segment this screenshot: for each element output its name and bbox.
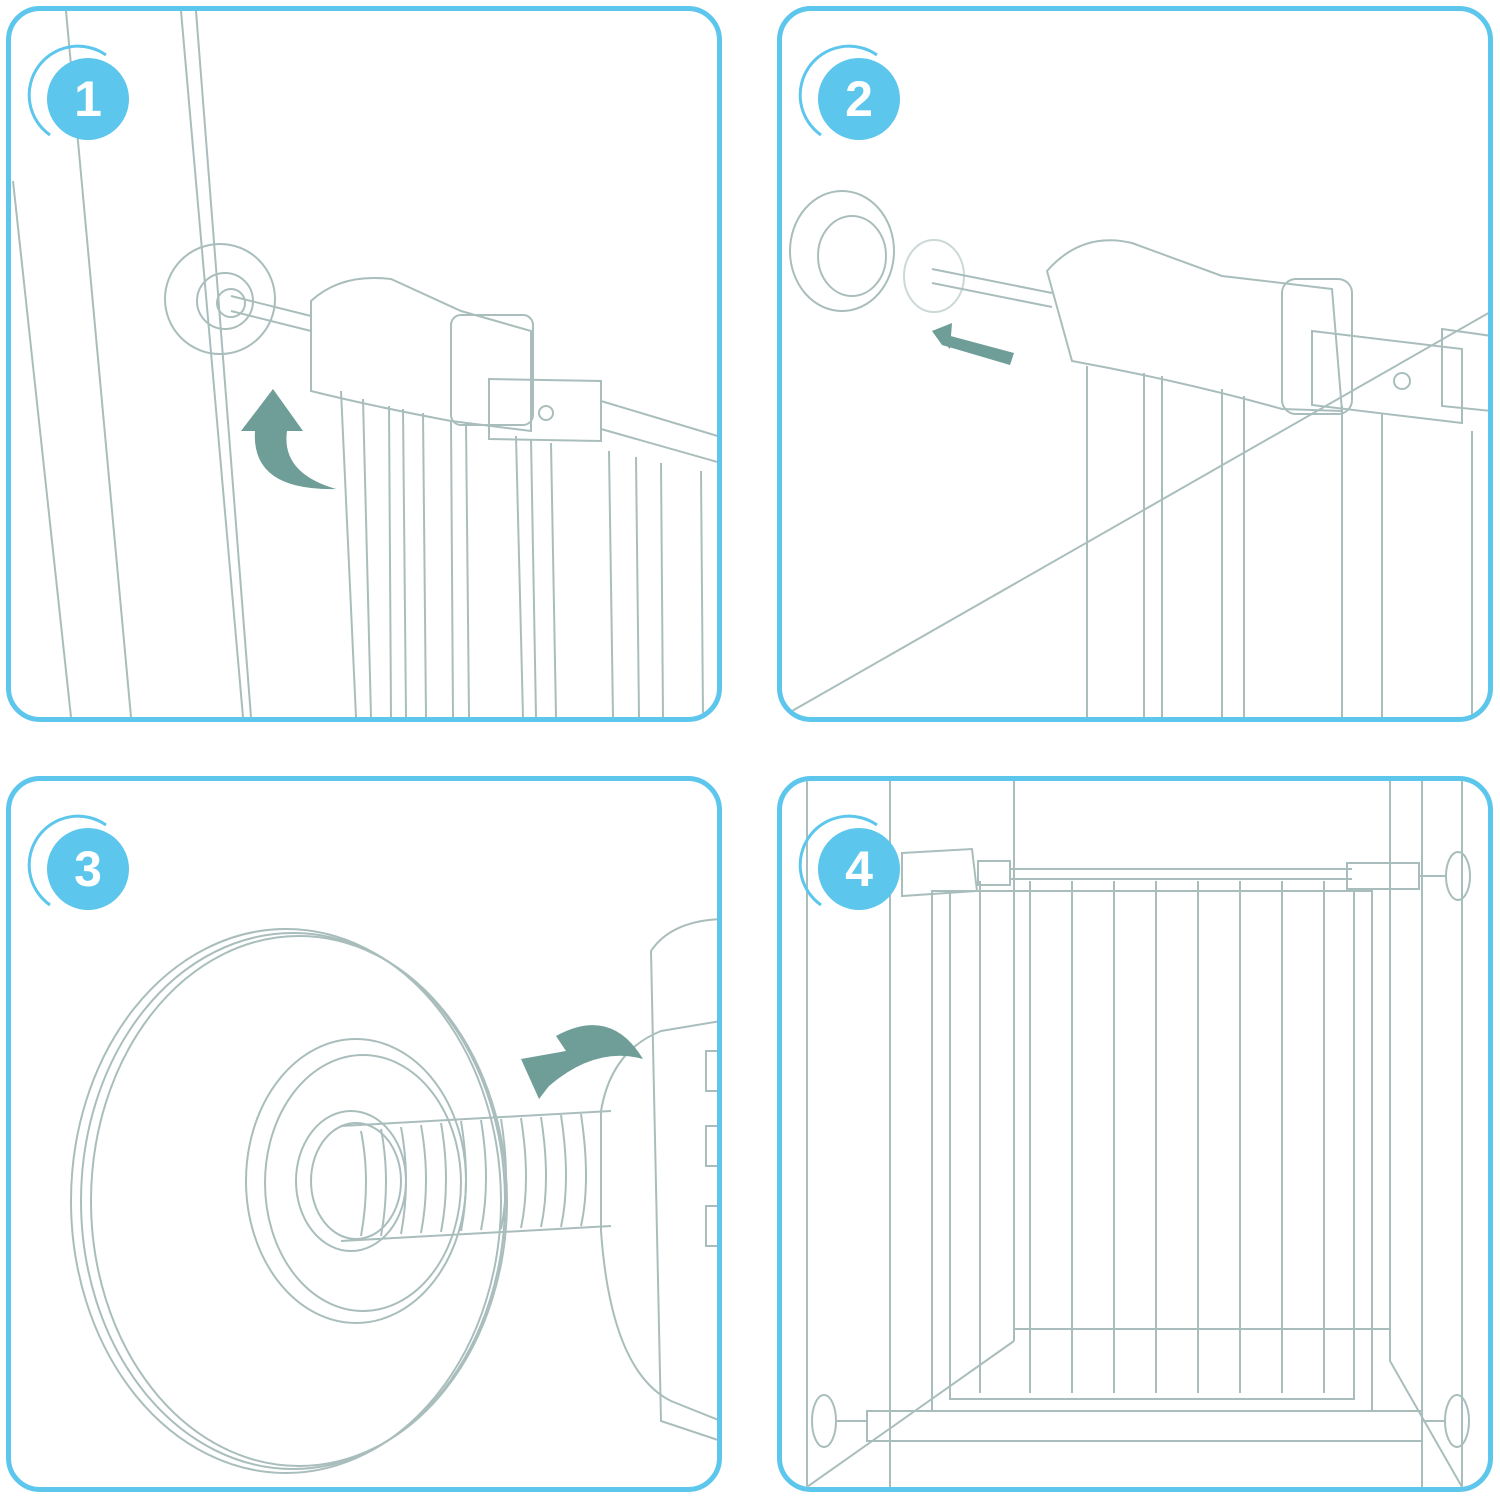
- step-2-number: 2: [845, 71, 873, 127]
- step-4-panel: 4: [777, 776, 1493, 1492]
- rotate-arrow-icon: [241, 389, 336, 490]
- step-4-number: 4: [845, 841, 873, 897]
- step-4-badge: 4: [798, 814, 903, 915]
- step-2-badge: 2: [798, 44, 903, 145]
- step-3-panel: 3: [6, 776, 722, 1492]
- step-2-illustration: [789, 190, 1488, 717]
- step-2-panel: 2: [777, 6, 1493, 722]
- step-1-badge: 1: [27, 44, 132, 145]
- step-4-illustration: [806, 781, 1471, 1487]
- step-1-illustration: [12, 11, 717, 717]
- push-arrow-icon: [932, 323, 1014, 365]
- rotate-arrow-icon: [521, 1025, 643, 1099]
- step-1-panel: 1: [6, 6, 722, 722]
- step-3-illustration: [70, 918, 717, 1474]
- step-3-badge: 3: [27, 814, 132, 915]
- step-1-number: 1: [74, 71, 102, 127]
- step-3-number: 3: [74, 841, 102, 897]
